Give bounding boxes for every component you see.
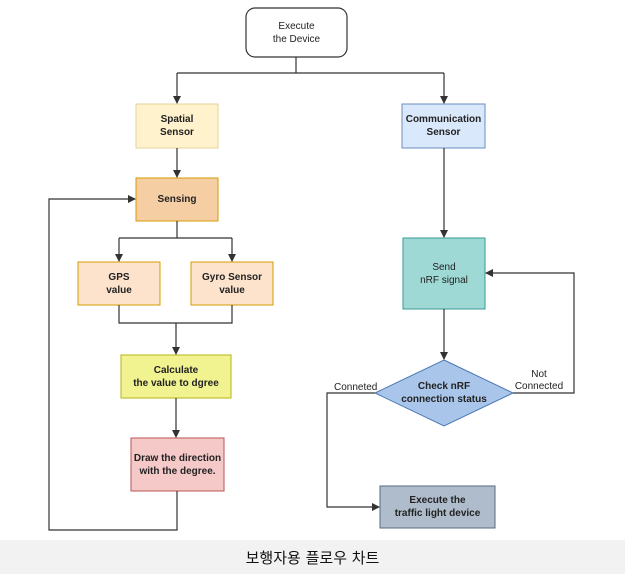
- node-gps-value: GPS value: [106, 271, 132, 296]
- node-sensing: Sensing: [157, 194, 197, 205]
- edge-sensing-split: [119, 221, 232, 239]
- edge-start-to-sensors: [177, 57, 444, 74]
- node-spatial-shape: [135, 103, 219, 149]
- node-start: Execute the Device: [272, 20, 321, 45]
- node-calculate: Calculate the value to dgree: [133, 364, 219, 389]
- node-execute-traffic-light: Execute the traffic light device: [394, 495, 481, 519]
- figure-caption: 보행자용 플로우 차트: [245, 548, 380, 567]
- edge-label-not-connected: Not Connected: [514, 369, 564, 392]
- node-communication-shape: [401, 103, 486, 149]
- node-gyro-sensor-value: Gyro Sensor value: [201, 271, 263, 296]
- flowchart-canvas: [48, 7, 575, 531]
- node-draw-shape: [130, 437, 225, 492]
- caption-bar: 보행자용 플로우 차트: [0, 540, 625, 574]
- node-communication-sensor: Communication Sensor: [405, 114, 482, 138]
- node-draw-direction: Draw the direction with the degree.: [133, 452, 222, 477]
- node-execute-light-shape: [379, 485, 496, 529]
- edge-draw-loop-to-sensing: [48, 195, 178, 531]
- node-sensing-shape: [135, 177, 219, 222]
- node-send-nrf-signal: Send nRF signal: [420, 261, 468, 286]
- node-calculate-shape: [120, 354, 232, 399]
- edge-gps-gyro-merge: [118, 305, 233, 324]
- edge-label-connected: Conneted: [334, 382, 378, 393]
- node-check-connection: Check nRF connection status: [401, 381, 487, 405]
- node-check-shape: [373, 359, 515, 427]
- edge-not-connected-loop: [485, 269, 575, 394]
- edge-connected-to-execute: [326, 392, 380, 511]
- node-spatial-sensor: Spatial Sensor: [160, 114, 194, 138]
